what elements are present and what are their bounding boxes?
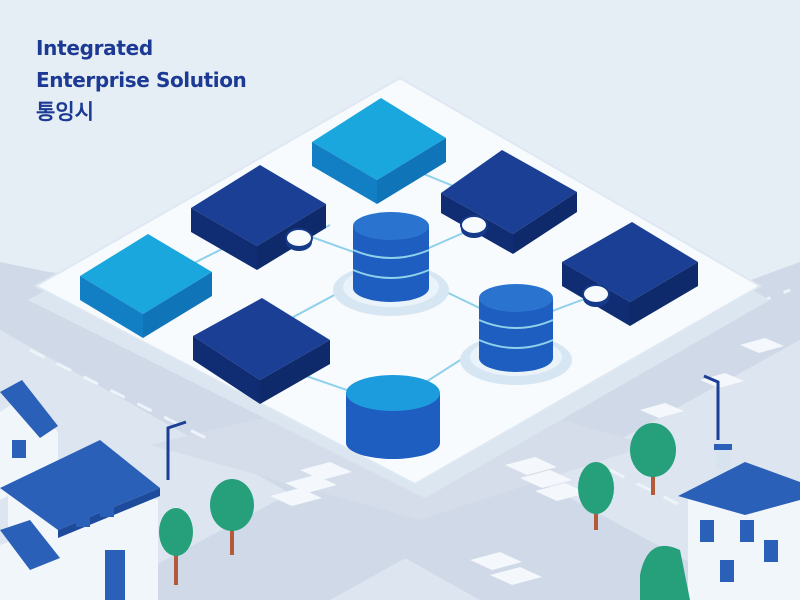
tree-icon — [630, 423, 676, 495]
tree-icon — [210, 479, 254, 555]
hedge — [640, 545, 690, 600]
database-icon — [460, 284, 572, 385]
house-icon — [678, 444, 800, 600]
tree-icon — [578, 462, 614, 530]
title-line-1: Integrated — [36, 36, 153, 60]
title-line-3: 통잉시 — [36, 100, 94, 124]
server-block-icon — [193, 298, 330, 404]
page-title: Integrated Enterprise Solution 통잉시 — [36, 32, 247, 128]
server-block-icon — [80, 234, 212, 338]
connector-node-icon — [285, 228, 313, 251]
connector-node-icon — [460, 215, 488, 238]
database-icon — [346, 375, 440, 459]
tree-icon — [159, 508, 193, 585]
server-block-icon — [312, 98, 446, 204]
house-icon — [0, 520, 60, 600]
title-line-2: Enterprise Solution — [36, 68, 247, 92]
street-lamp-icon — [166, 374, 720, 480]
database-icon — [333, 212, 449, 316]
connector-node-icon — [582, 284, 610, 307]
